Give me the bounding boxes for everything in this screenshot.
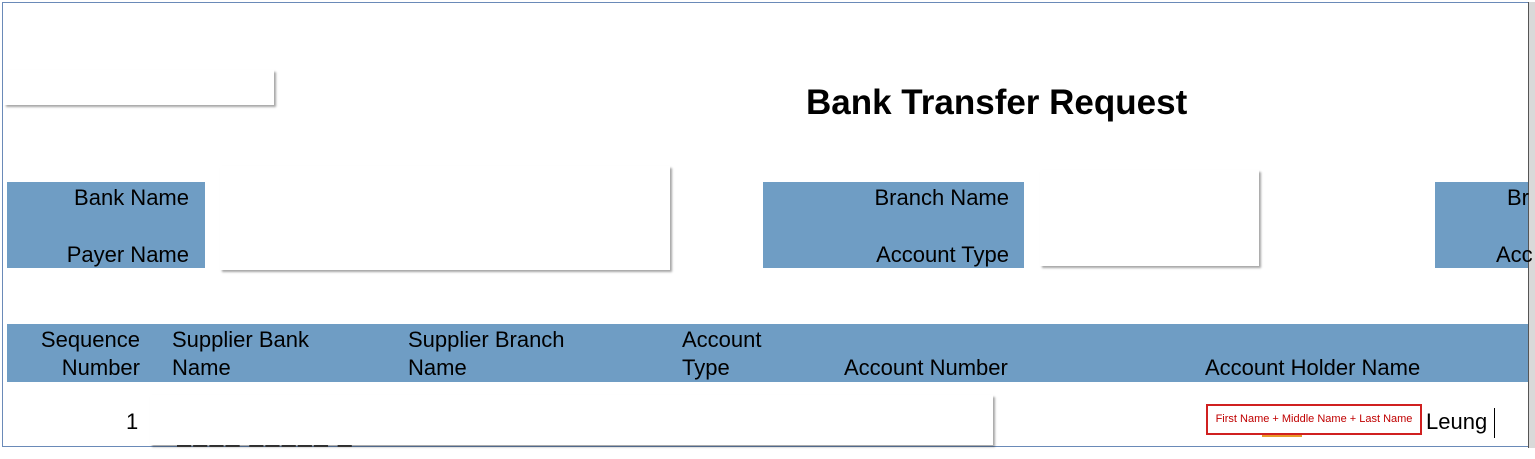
column-header-line: Name [408, 355, 467, 380]
payer-name-label: Payer Name [66, 242, 189, 267]
column-header-line: Sequence [40, 327, 140, 352]
column-header-line: Type [682, 355, 730, 380]
column-header-line: Supplier Branch [408, 327, 565, 352]
bank-name-label: Bank Name [74, 185, 189, 210]
name-format-tooltip: First Name + Middle Name + Last Name [1206, 404, 1422, 435]
highlight-mark-orange [1262, 434, 1302, 437]
right-bottom-label-partial: Acc [1496, 242, 1533, 267]
table-header-band [7, 324, 1528, 382]
label-band-middle [763, 182, 1024, 268]
column-header-account-number: Account Number [844, 326, 1008, 382]
row-redacted-field[interactable] [150, 395, 993, 445]
column-header-account-type: Account Type [682, 326, 762, 382]
column-header-supplier-branch-name: Supplier Branch Name [408, 326, 565, 382]
redacted-area-top-left [4, 70, 274, 105]
label-band-right [1435, 182, 1528, 268]
window-right-edge [1528, 2, 1535, 448]
label-band-left [7, 182, 205, 268]
column-header-line: Account Number [844, 355, 1008, 380]
form-title: Bank Transfer Request [806, 83, 1188, 122]
column-header-line: Account [682, 327, 762, 352]
sequence-number-cell: 1 [126, 409, 139, 434]
bank-payer-value-field[interactable] [220, 166, 670, 270]
column-header-line: Name [172, 355, 231, 380]
column-header-line: Number [61, 355, 140, 380]
account-type-label: Account Type [876, 242, 1009, 267]
text-cursor [1494, 408, 1495, 438]
column-header-sequence-number: Sequence Number [14, 326, 140, 382]
column-header-account-holder-name: Account Holder Name [1205, 326, 1420, 382]
account-holder-name-cell[interactable]: Leung [1426, 409, 1488, 434]
column-header-supplier-bank-name: Supplier Bank Name [172, 326, 309, 382]
column-header-line: Supplier Bank [172, 327, 309, 352]
branch-account-type-value-field[interactable] [1040, 170, 1259, 266]
column-header-line [1205, 326, 1420, 354]
branch-name-label: Branch Name [874, 185, 1009, 210]
column-header-line [844, 326, 1008, 354]
column-header-line: Account Holder Name [1205, 355, 1421, 380]
right-top-label-partial: Br [1507, 185, 1529, 210]
